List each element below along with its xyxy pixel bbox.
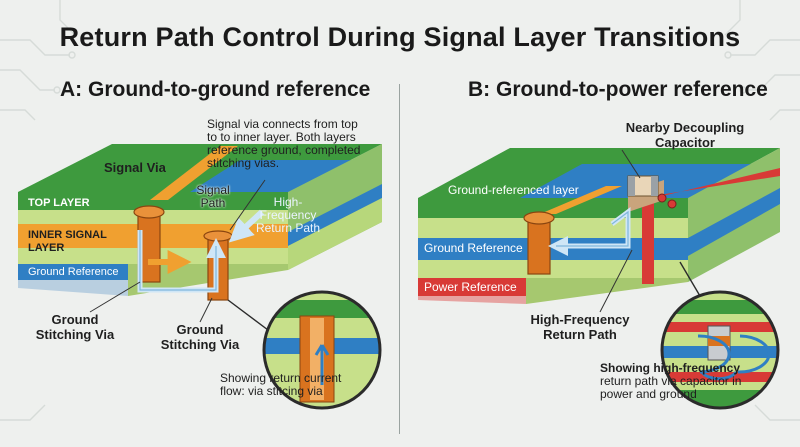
- ground-referenced-layer-label: Ground-referenced layer: [448, 183, 579, 197]
- power-reference-label: Power Reference: [424, 280, 517, 294]
- hf-return-arrow-a: [228, 209, 265, 243]
- decoupling-capacitor: [627, 175, 664, 212]
- magnifier-b: [662, 292, 778, 408]
- ground-reference-label-b: Ground Reference: [424, 241, 523, 255]
- layer-power: [418, 278, 526, 296]
- top-layer-label: TOP LAYER: [28, 197, 90, 209]
- panel-divider: [399, 84, 400, 434]
- signal-trace-b: [540, 186, 622, 214]
- signal-trace-top: [150, 146, 238, 200]
- layer-top: [18, 192, 288, 210]
- layer-ground-ref-layer: [418, 198, 688, 218]
- layer-ground-a: [18, 264, 128, 280]
- signal-via-b: [527, 217, 551, 275]
- magnifier-a: [264, 292, 380, 408]
- page-title: Return Path Control During Signal Layer …: [59, 22, 741, 52]
- ground-reference-label-a: Ground Reference: [28, 266, 119, 278]
- panel-a-title: A: Ground-to-ground reference: [60, 78, 371, 101]
- panel-b-title: B: Ground-to-power reference: [468, 78, 768, 101]
- signal-via-label: Signal Via: [104, 160, 166, 175]
